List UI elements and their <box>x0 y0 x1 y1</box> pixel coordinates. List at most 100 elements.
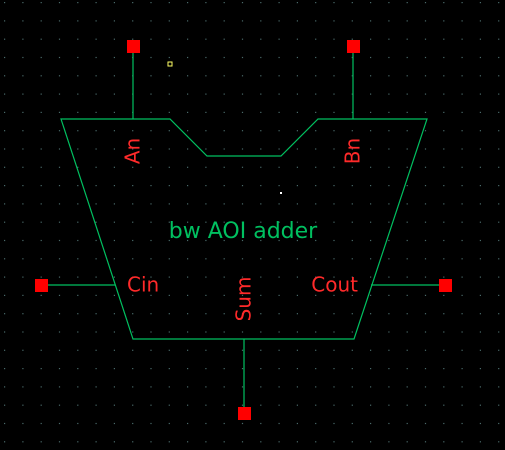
grid-dot <box>187 93 189 95</box>
grid-dot <box>40 38 42 40</box>
grid-dot <box>351 221 353 223</box>
grid-dot <box>278 38 280 40</box>
grid-dot <box>315 2 317 4</box>
grid-dot <box>168 130 170 132</box>
grid-dot <box>443 38 445 40</box>
grid-dot <box>351 111 353 113</box>
grid-dot <box>132 239 134 242</box>
adder-symbol-body[interactable] <box>60 118 428 340</box>
grid-dot <box>370 56 372 59</box>
grid-dot <box>333 56 335 59</box>
grid-dot <box>77 349 79 351</box>
pin-marker-an[interactable] <box>127 40 140 53</box>
grid-dot <box>40 166 42 168</box>
grid-dot <box>461 130 463 132</box>
grid-dot <box>77 368 79 370</box>
grid-dot <box>113 441 115 443</box>
grid-dot <box>351 203 353 205</box>
grid-dot <box>296 203 298 205</box>
grid-dot <box>424 258 427 260</box>
grid-dot <box>40 313 42 315</box>
grid-dot <box>370 111 372 113</box>
grid-dot <box>315 276 317 278</box>
grid-dot <box>223 20 225 22</box>
grid-dot <box>58 386 61 388</box>
grid-dot <box>424 239 427 242</box>
grid-dot <box>132 386 134 388</box>
grid-dot <box>498 130 500 132</box>
grid-dot <box>260 313 262 315</box>
pin-marker-sum[interactable] <box>238 407 251 420</box>
pin-marker-cout[interactable] <box>439 279 452 292</box>
grid-dot <box>77 148 79 150</box>
grid-dot <box>260 93 262 95</box>
grid-dot <box>22 185 24 187</box>
grid-dot <box>40 221 42 223</box>
grid-dot <box>187 56 189 59</box>
grid-dot <box>187 130 189 132</box>
grid-dot <box>22 93 24 95</box>
grid-dot <box>498 93 500 95</box>
pin-marker-cin[interactable] <box>35 279 48 292</box>
grid-dot <box>4 258 6 260</box>
grid-dot <box>4 368 6 370</box>
grid-dot <box>498 404 500 406</box>
grid-dot <box>479 331 481 333</box>
grid-dot <box>260 148 262 150</box>
grid-dot <box>150 404 152 406</box>
grid-dot <box>150 185 152 187</box>
grid-dot <box>443 404 445 406</box>
grid-dot <box>113 111 115 113</box>
grid-dot <box>333 20 335 22</box>
grid-dot <box>241 75 244 77</box>
grid-dot <box>113 130 115 132</box>
grid-dot <box>22 20 24 22</box>
grid-dot <box>333 258 335 260</box>
grid-dot <box>406 386 408 388</box>
grid-dot <box>351 56 353 59</box>
grid-dot <box>333 386 335 388</box>
grid-dot <box>150 294 152 296</box>
grid-dot <box>351 404 353 406</box>
grid-dot <box>278 368 280 370</box>
grid-dot <box>95 130 97 132</box>
grid-dot <box>241 331 244 333</box>
pin-marker-bn[interactable] <box>347 40 360 53</box>
grid-dot <box>406 349 408 351</box>
grid-dot <box>113 368 115 370</box>
grid-dot <box>58 404 61 406</box>
grid-dot <box>370 20 372 22</box>
grid-dot <box>22 130 24 132</box>
grid-dot <box>315 404 317 406</box>
grid-dot <box>388 93 390 95</box>
grid-dot <box>315 221 317 223</box>
grid-dot <box>205 20 207 22</box>
grid-dot <box>77 203 79 205</box>
grid-dot <box>95 386 97 388</box>
grid-dot <box>333 148 335 150</box>
grid-dot <box>406 276 408 278</box>
grid-dot <box>388 75 390 77</box>
grid-dot <box>132 38 134 40</box>
grid-dot <box>113 313 115 315</box>
grid-dot <box>406 148 408 150</box>
grid-dot <box>113 2 115 4</box>
grid-dot <box>443 111 445 113</box>
grid-dot <box>205 422 207 425</box>
grid-dot <box>95 2 97 4</box>
grid-dot <box>370 294 372 296</box>
grid-dot <box>150 93 152 95</box>
grid-dot <box>498 441 500 443</box>
grid-dot <box>187 2 189 4</box>
grid-dot <box>351 185 353 187</box>
grid-dot <box>58 239 61 242</box>
grid-dot <box>113 93 115 95</box>
grid-dot <box>315 148 317 150</box>
grid-dot <box>296 404 298 406</box>
grid-dot <box>95 349 97 351</box>
grid-dot <box>205 386 207 388</box>
grid-dot <box>22 386 24 388</box>
grid-dot <box>296 75 298 77</box>
grid-dot <box>223 313 225 315</box>
